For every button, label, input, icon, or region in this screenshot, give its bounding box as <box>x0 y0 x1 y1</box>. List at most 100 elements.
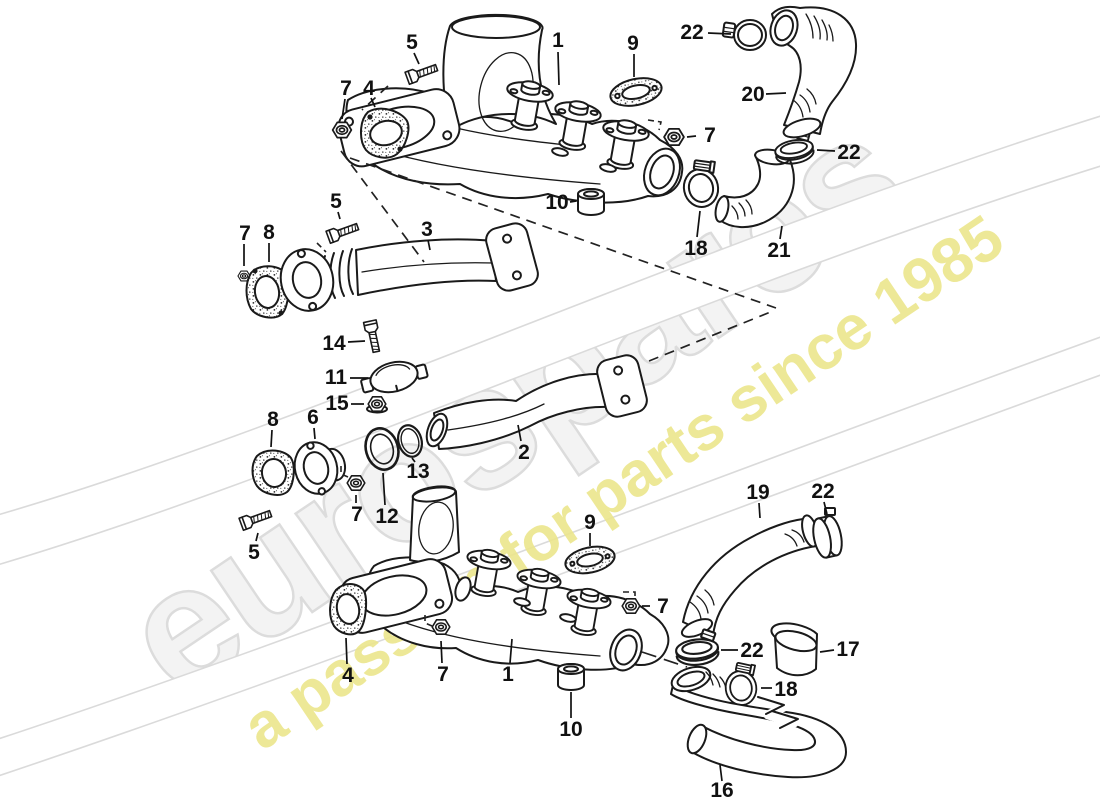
callout-leader-21-11 <box>779 225 783 240</box>
locator-bracket-nut-bottom-left <box>424 615 433 627</box>
gasket-9-lower[interactable] <box>563 543 617 578</box>
manifold-lower[interactable] <box>337 484 670 675</box>
callout-leader-22-33 <box>823 501 828 515</box>
sleeve-10-lower[interactable] <box>557 663 585 691</box>
sleeve-17[interactable] <box>770 622 818 677</box>
callout-label-22-5[interactable]: 22 <box>680 21 703 44</box>
pipe-2[interactable] <box>423 353 650 450</box>
nut-7-upper-right[interactable] <box>663 127 685 147</box>
callout-label-9-26[interactable]: 9 <box>584 511 596 534</box>
callout-leader-7-8 <box>686 135 697 138</box>
gasket-8-lower[interactable] <box>251 449 295 496</box>
nut-7-mid[interactable] <box>346 474 366 492</box>
clamp-22-bottom-right[interactable] <box>808 506 845 559</box>
callout-label-22-34[interactable]: 22 <box>740 639 763 662</box>
swoosh-band-lower <box>0 336 1100 777</box>
hose-19[interactable] <box>680 514 821 641</box>
callout-label-3-15[interactable]: 3 <box>421 218 433 241</box>
nut-7-lower-left[interactable] <box>431 618 451 636</box>
callout-label-12-22[interactable]: 12 <box>375 505 398 528</box>
callout-label-10-9[interactable]: 10 <box>545 191 568 214</box>
callout-label-1-3[interactable]: 1 <box>552 29 564 52</box>
bolt-5-mid[interactable] <box>325 219 361 245</box>
callout-leader-4-2 <box>370 97 376 108</box>
clamp-18-lower[interactable] <box>721 658 762 708</box>
callout-leader-5-24 <box>255 532 259 542</box>
clamp-11[interactable] <box>358 355 429 399</box>
callout-leader-18-10 <box>696 210 701 238</box>
callout-label-19-32[interactable]: 19 <box>746 481 769 504</box>
pipe-3[interactable] <box>275 221 540 316</box>
callout-label-8-14[interactable]: 8 <box>263 221 275 244</box>
callout-label-1-29[interactable]: 1 <box>502 663 514 686</box>
callout-label-5-0[interactable]: 5 <box>406 31 418 54</box>
callout-label-4-27[interactable]: 4 <box>342 664 354 687</box>
gasket-8-upper[interactable] <box>245 265 290 319</box>
gasket-4-lower[interactable] <box>329 583 368 636</box>
callout-label-6-20[interactable]: 6 <box>307 406 319 429</box>
callout-label-7-23[interactable]: 7 <box>351 503 363 526</box>
alignment-dash-bolt5 <box>361 85 389 111</box>
nut-7-lower-right[interactable] <box>621 597 641 615</box>
callout-label-5-24[interactable]: 5 <box>248 541 260 564</box>
alignment-dash-pipe2 <box>648 310 774 362</box>
callout-label-20-6[interactable]: 20 <box>741 83 764 106</box>
callout-label-13-21[interactable]: 13 <box>406 460 429 483</box>
seal-ring-12[interactable] <box>361 424 403 473</box>
callout-leader-14-16 <box>347 340 366 343</box>
callout-leader-4-27 <box>345 637 348 665</box>
callout-label-21-11[interactable]: 21 <box>767 239 791 262</box>
seal-ring-13[interactable] <box>395 422 426 459</box>
callout-label-4-2[interactable]: 4 <box>363 77 375 100</box>
gasket-9-upper[interactable] <box>608 74 664 110</box>
callout-label-16-37[interactable]: 16 <box>710 779 733 800</box>
locator-bracket-nut-mid <box>340 466 349 478</box>
callout-leader-7-28 <box>440 640 443 664</box>
callout-label-22-7[interactable]: 22 <box>837 141 860 164</box>
locator-bracket-bolt-mid <box>316 242 327 253</box>
callout-label-22-33[interactable]: 22 <box>811 480 834 503</box>
callout-label-2-25[interactable]: 2 <box>518 441 530 464</box>
callout-label-11-17[interactable]: 11 <box>325 366 348 389</box>
callout-label-15-18[interactable]: 15 <box>325 392 349 415</box>
gasket-4-upper[interactable] <box>360 107 410 159</box>
callout-leader-13-21 <box>411 457 416 463</box>
callout-leader-20-6 <box>765 92 787 95</box>
clamp-22-top[interactable] <box>721 19 767 51</box>
callout-label-5-12[interactable]: 5 <box>330 190 342 213</box>
z-break <box>755 693 799 729</box>
callout-label-7-1[interactable]: 7 <box>340 77 352 100</box>
callout-label-7-28[interactable]: 7 <box>437 663 449 686</box>
callout-leader-17-35 <box>819 649 835 653</box>
flange-6[interactable] <box>289 436 350 500</box>
hose-20[interactable] <box>766 5 858 141</box>
callout-label-10-30[interactable]: 10 <box>559 718 582 741</box>
callout-leader-1-29 <box>509 638 513 664</box>
callout-leader-5-12 <box>337 211 341 220</box>
callout-label-14-16[interactable]: 14 <box>322 332 346 355</box>
nut-15[interactable] <box>366 395 388 414</box>
bolt-14[interactable] <box>362 319 384 354</box>
nut-7-upper-left[interactable] <box>331 121 353 139</box>
callout-label-7-8[interactable]: 7 <box>704 124 716 147</box>
alignment-dash-top-long <box>349 157 777 309</box>
callout-leader-2-25 <box>517 424 522 442</box>
bolt-5-upper[interactable] <box>404 60 440 86</box>
hose-16[interactable] <box>669 662 847 779</box>
sleeve-10-upper[interactable] <box>577 188 605 216</box>
callout-leader-5-0 <box>413 52 420 65</box>
callout-label-18-10[interactable]: 18 <box>684 237 708 260</box>
callout-leader-22-7 <box>816 149 836 152</box>
callout-leader-7-1 <box>341 98 346 120</box>
callout-label-8-19[interactable]: 8 <box>267 408 279 431</box>
callout-label-7-13[interactable]: 7 <box>239 222 251 245</box>
callout-label-17-35[interactable]: 17 <box>836 638 859 661</box>
callout-label-18-36[interactable]: 18 <box>774 678 798 701</box>
callout-leader-16-37 <box>719 764 723 782</box>
callout-leader-1-3 <box>557 51 560 86</box>
callout-label-7-31[interactable]: 7 <box>657 595 669 618</box>
callout-label-9-4[interactable]: 9 <box>627 32 639 55</box>
